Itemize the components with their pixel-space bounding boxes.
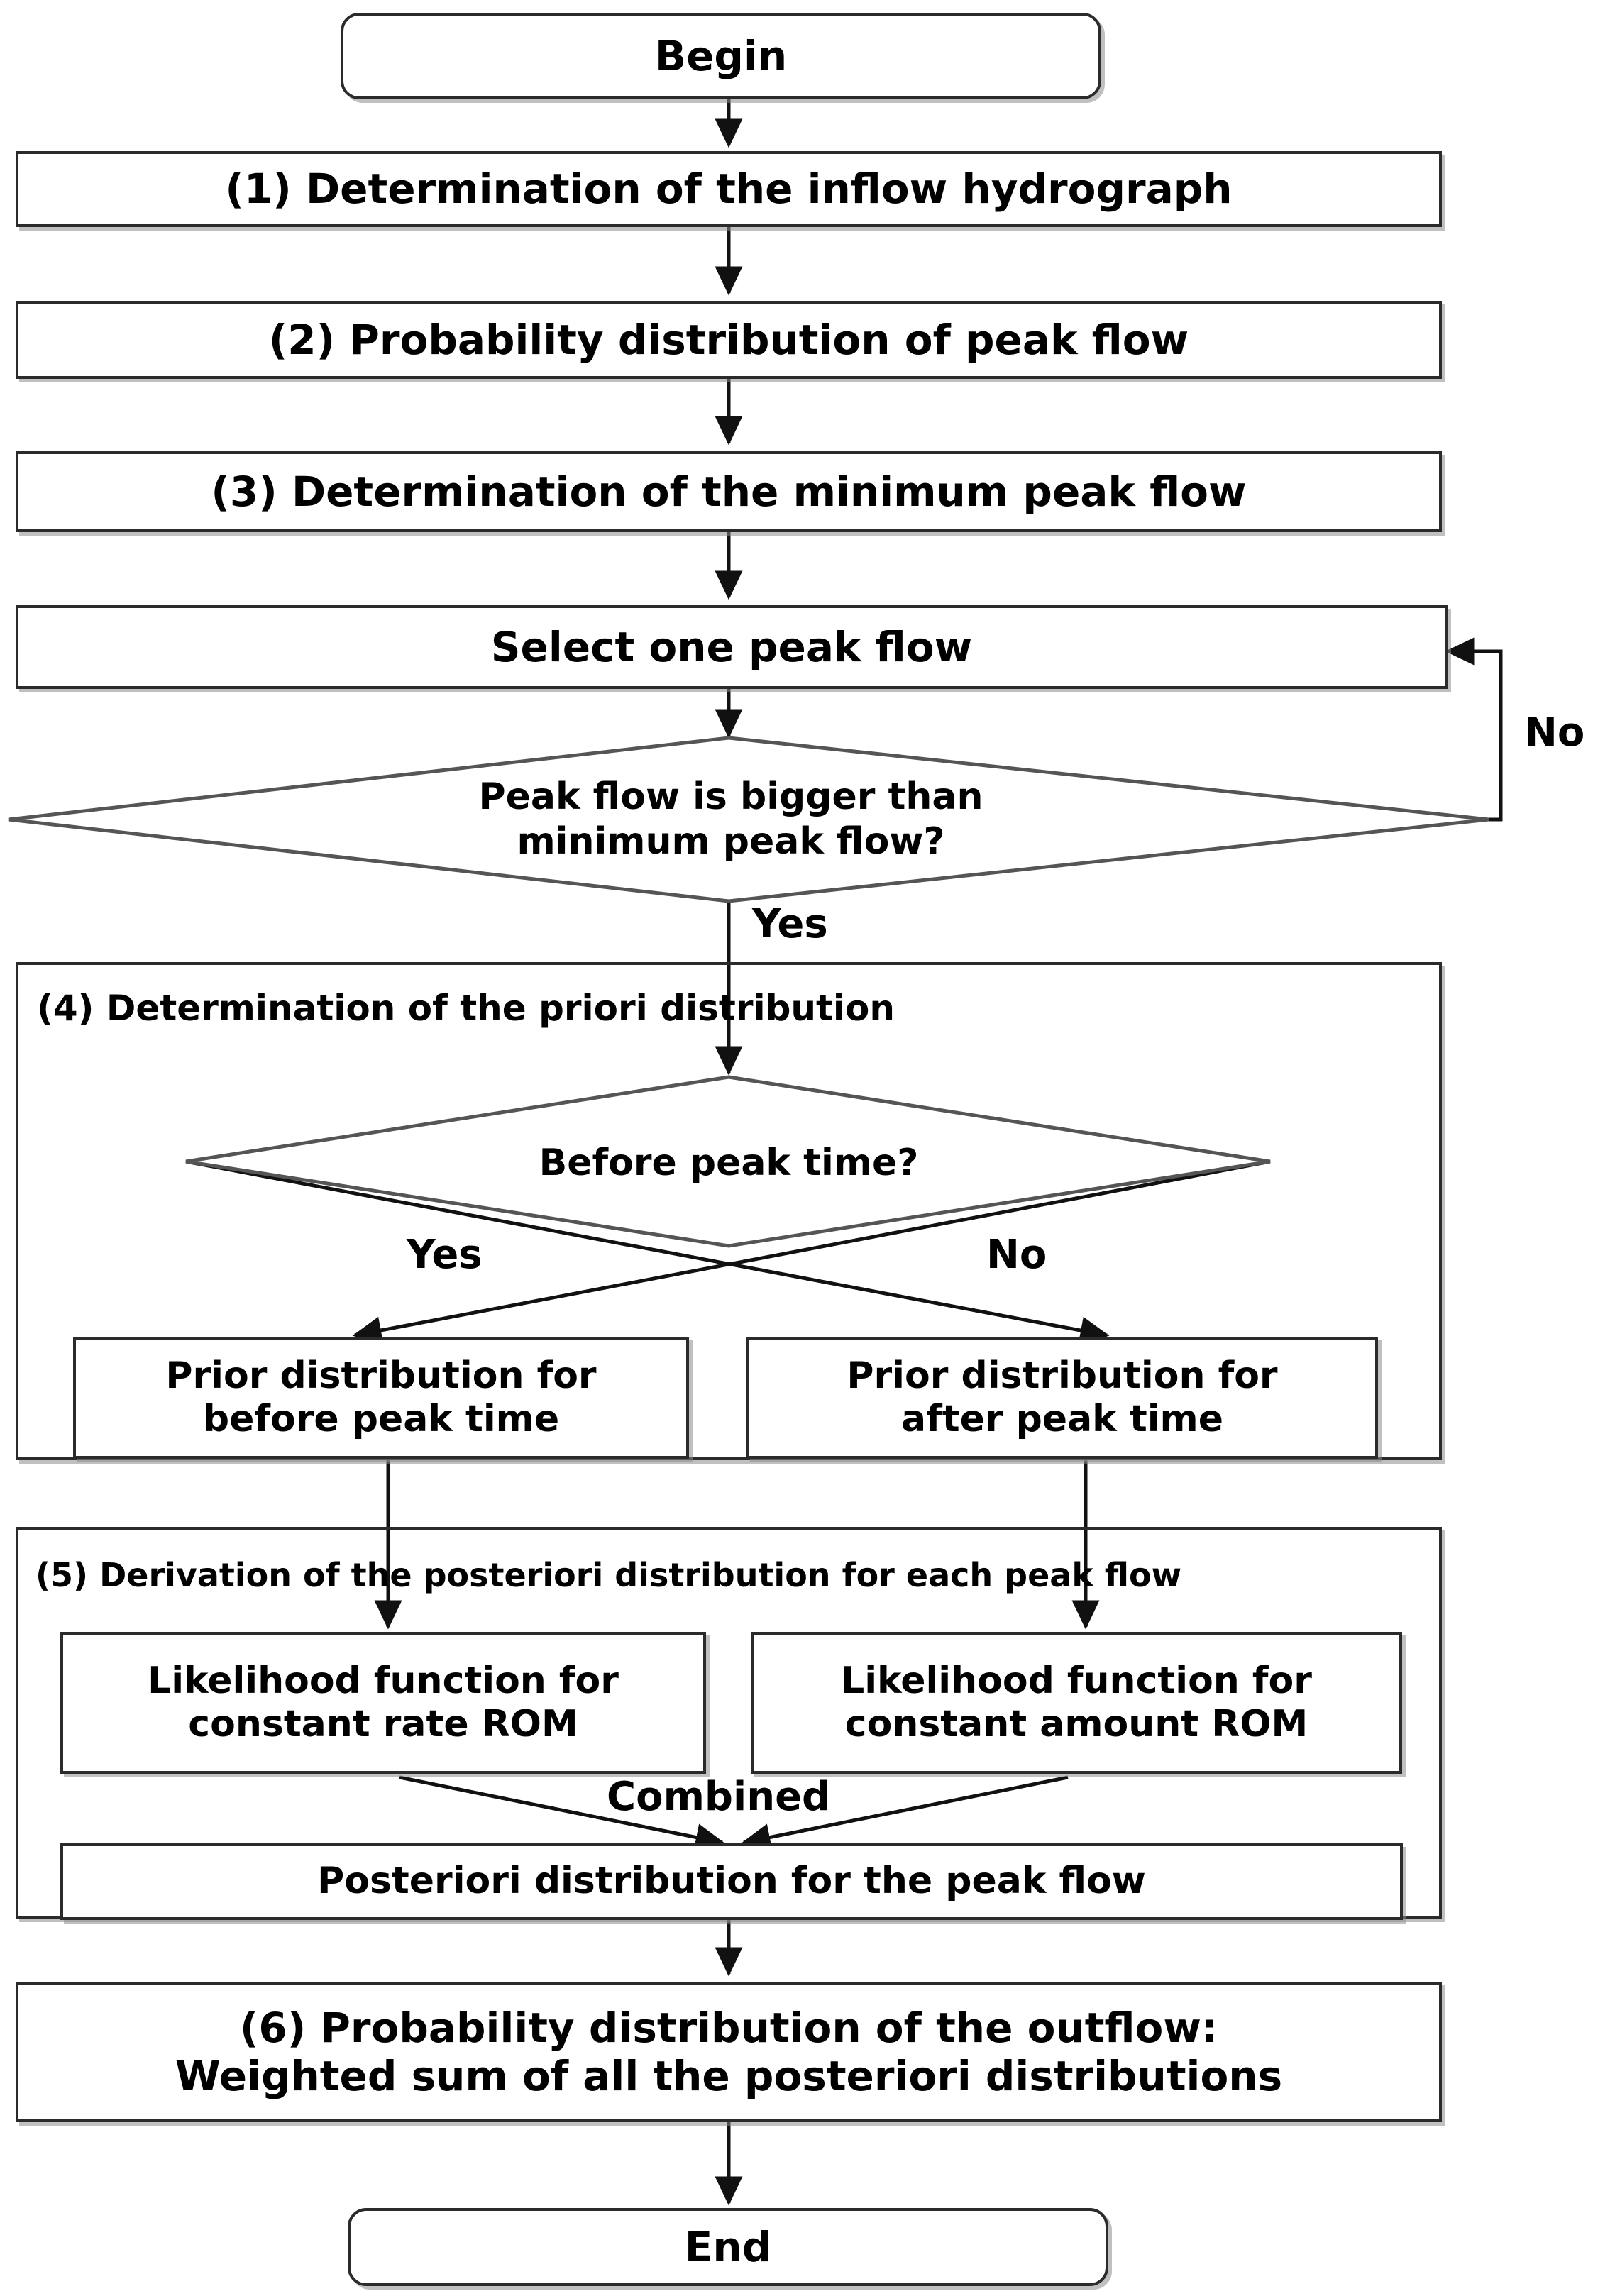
edge-label-peak-yes: Yes (752, 901, 828, 947)
group-section4-title: (4) Determination of the priori distribu… (37, 988, 895, 1029)
node-step1[interactable]: (1) Determination of the inflow hydrogra… (16, 151, 1442, 227)
node-likelihood-rate-line2: constant rate ROM (188, 1703, 578, 1745)
node-prior-before-line1: Prior distribution for (165, 1354, 597, 1397)
decision-peak-flow-line1: Peak flow is bigger than (478, 776, 983, 818)
node-prior-after-peak-time[interactable]: Prior distribution for after peak time (746, 1337, 1378, 1459)
node-select-peak-flow[interactable]: Select one peak flow (16, 605, 1448, 689)
node-end[interactable]: End (348, 2208, 1108, 2286)
node-begin[interactable]: Begin (341, 13, 1101, 99)
group-section5-title: (5) Derivation of the posteriori distrib… (35, 1556, 1182, 1594)
node-step3[interactable]: (3) Determination of the minimum peak fl… (16, 451, 1442, 532)
node-begin-label: Begin (654, 31, 788, 80)
node-likelihood-constant-amount[interactable]: Likelihood function for constant amount … (751, 1632, 1402, 1774)
node-step1-label: (1) Determination of the inflow hydrogra… (225, 165, 1233, 214)
decision-peak-flow-line2: minimum peak flow? (517, 820, 945, 863)
node-prior-after-line1: Prior distribution for (847, 1354, 1278, 1397)
node-posteriori-label: Posteriori distribution for the peak flo… (317, 1860, 1146, 1903)
edge-label-loop-no: No (1524, 710, 1585, 756)
node-likelihood-rate-line1: Likelihood function for (148, 1659, 619, 1702)
node-posteriori-distribution[interactable]: Posteriori distribution for the peak flo… (60, 1843, 1403, 1920)
node-select-peak-flow-label: Select one peak flow (490, 622, 973, 671)
decision-peak-flow-label: Peak flow is bigger than minimum peak fl… (341, 775, 1121, 865)
edge-label-time-yes: Yes (407, 1232, 483, 1278)
node-step6[interactable]: (6) Probability distribution of the outf… (16, 1982, 1442, 2122)
node-step2[interactable]: (2) Probability distribution of peak flo… (16, 301, 1442, 379)
node-prior-after-line2: after peak time (901, 1398, 1223, 1440)
node-likelihood-amount-line2: constant amount ROM (844, 1703, 1308, 1745)
node-prior-before-peak-time[interactable]: Prior distribution for before peak time (73, 1337, 689, 1459)
node-prior-before-line2: before peak time (202, 1398, 560, 1440)
node-step6-line1: (6) Probability distribution of the outf… (239, 2003, 1218, 2052)
node-step6-line2: Weighted sum of all the posteriori distr… (175, 2052, 1283, 2100)
decision-before-peak-time-label: Before peak time? (338, 1141, 1119, 1186)
node-step3-label: (3) Determination of the minimum peak fl… (211, 467, 1247, 516)
node-end-label: End (684, 2222, 772, 2271)
node-likelihood-amount-line1: Likelihood function for (841, 1659, 1312, 1702)
edge-decision-no-loop (1445, 637, 1503, 822)
node-likelihood-constant-rate[interactable]: Likelihood function for constant rate RO… (60, 1632, 706, 1774)
edge-label-time-no: No (986, 1232, 1047, 1278)
edge-label-combined: Combined (607, 1774, 831, 1820)
decision-before-peak-time-text: Before peak time? (539, 1142, 919, 1184)
node-step2-label: (2) Probability distribution of peak flo… (268, 315, 1189, 364)
